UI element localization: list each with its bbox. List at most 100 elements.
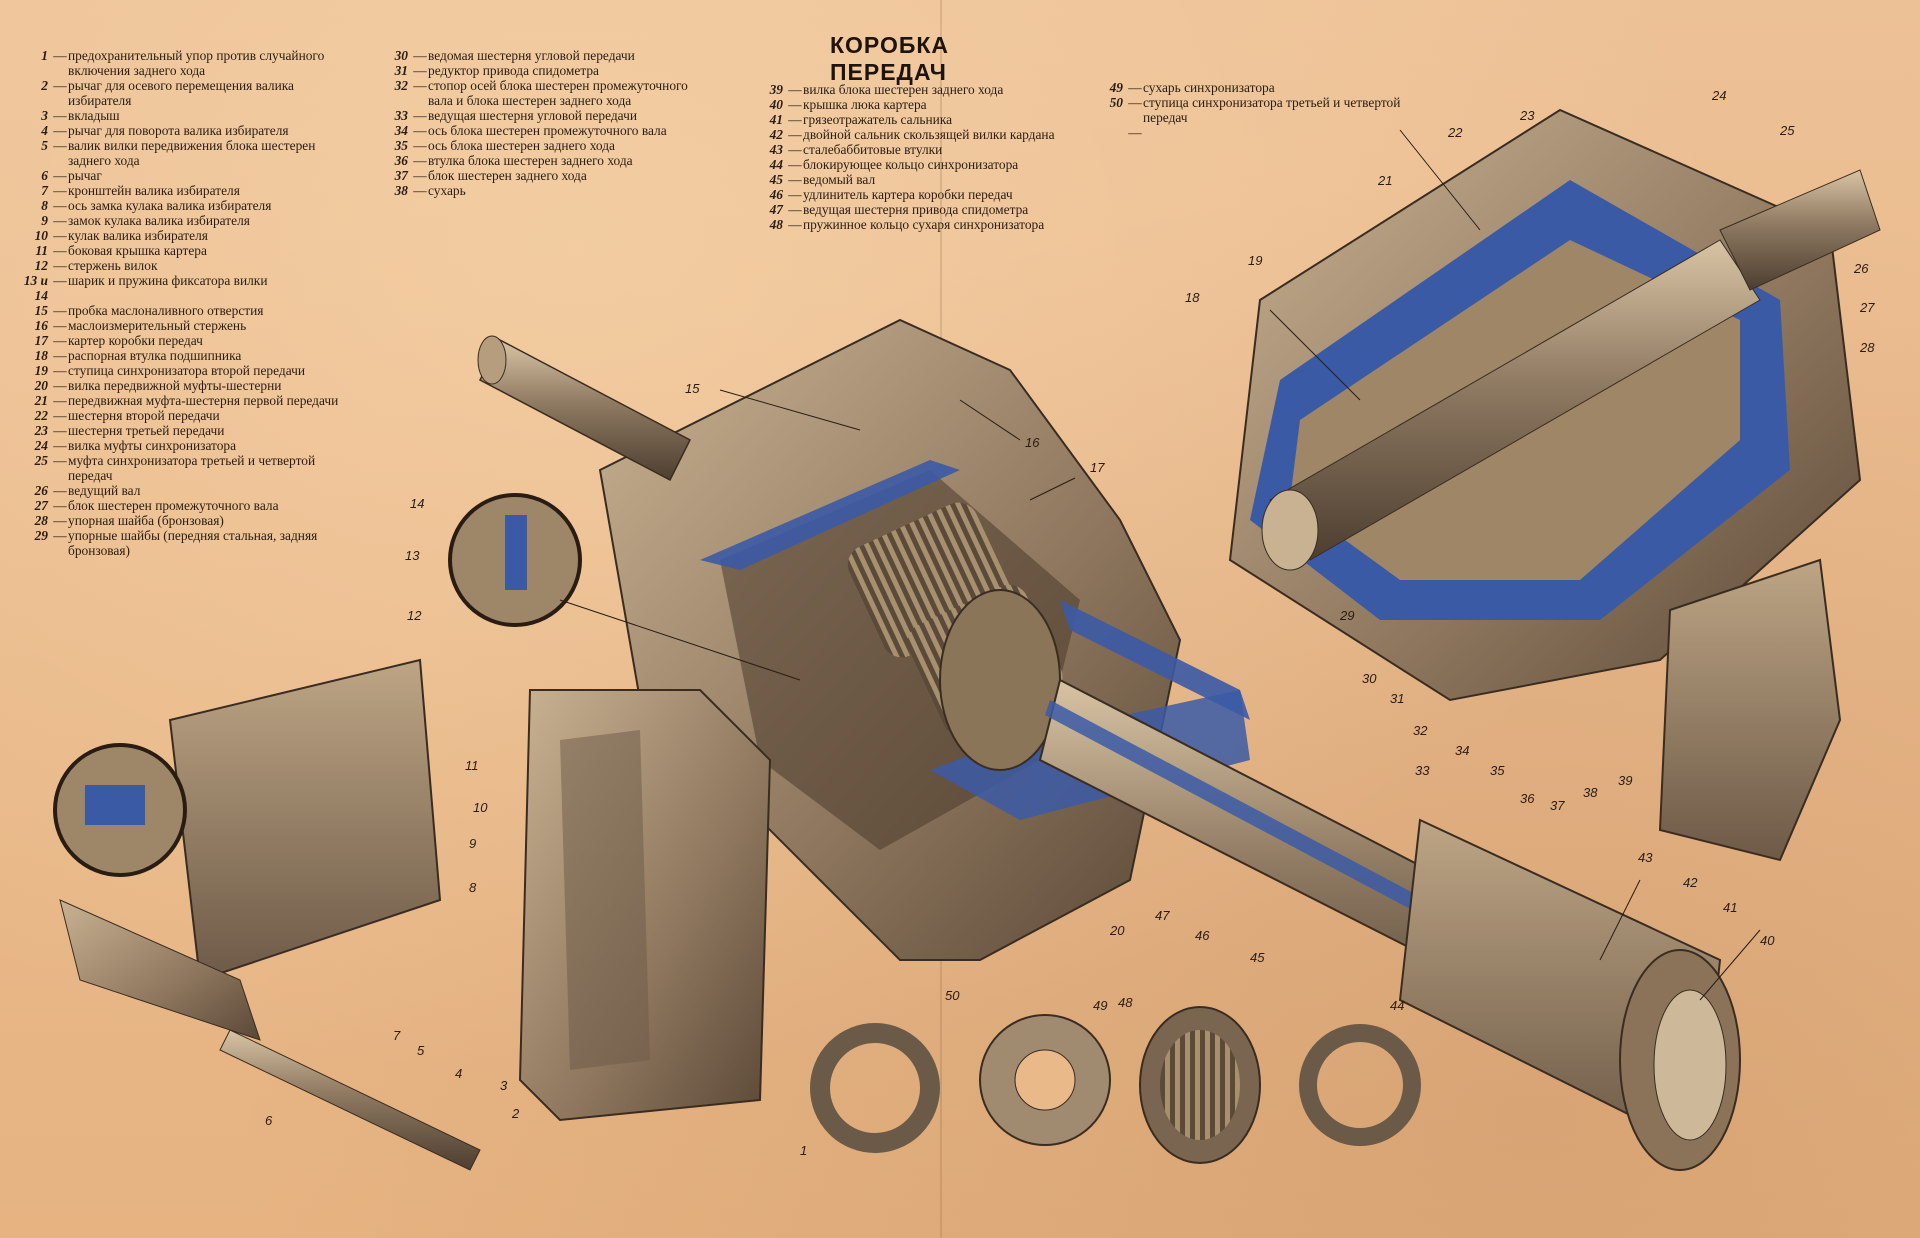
legend-number: 7: [41, 183, 48, 198]
callout-number-19: 19: [1248, 253, 1262, 268]
legend-item: 49—сухарь синхронизатора: [1085, 80, 1425, 95]
legend-number: 28: [34, 513, 48, 528]
legend-description: упорная шайба (бронзовая): [68, 513, 224, 528]
legend-number: 9: [41, 213, 48, 228]
legend-dash: —: [788, 97, 802, 112]
legend-dash: —: [53, 318, 67, 333]
legend-item: 21—передвижная муфта-шестерня первой пер…: [10, 393, 350, 408]
legend-dash: —: [53, 408, 67, 423]
legend-number: 34: [394, 123, 408, 138]
legend-item: 42—двойной сальник скользящей вилки кард…: [745, 127, 1075, 142]
detail-inset-detent: [53, 743, 187, 877]
legend-description: ступица синхронизатора второй передачи: [68, 363, 305, 378]
callout-number-21: 21: [1377, 173, 1392, 188]
legend-dash: —: [53, 453, 67, 468]
callout-number-38: 38: [1583, 785, 1598, 800]
legend-dash: —: [788, 202, 802, 217]
legend-item: 50—ступица синхронизатора третьей и четв…: [1085, 95, 1425, 125]
legend-item: 26—ведущий вал: [10, 483, 350, 498]
legend-dash: —: [53, 363, 67, 378]
legend-dash: —: [413, 63, 427, 78]
legend-item: 7—кронштейн валика избирателя: [10, 183, 350, 198]
legend-description: ведомый вал: [803, 172, 876, 187]
callout-number-46: 46: [1195, 928, 1210, 943]
legend-item: 11—боковая крышка картера: [10, 243, 350, 258]
legend-item: 38—сухарь: [370, 183, 700, 198]
legend-number: 31: [394, 63, 408, 78]
legend-dash: —: [53, 303, 67, 318]
callout-number-25: 25: [1779, 123, 1795, 138]
legend-description: рычаг для поворота валика избирателя: [68, 123, 289, 138]
legend-description: стержень вилок: [68, 258, 158, 273]
legend-description: ось блока шестерен промежуточного вала: [428, 123, 667, 138]
legend-item: 31 —редуктор привода спидометра: [370, 63, 700, 78]
poster-title: КОРОБКА ПЕРЕДАЧ: [830, 32, 950, 85]
callout-number-24: 24: [1711, 88, 1726, 103]
legend-number: 5: [41, 138, 48, 153]
legend-description: крышка люка картера: [803, 97, 927, 112]
legend-number: 40: [769, 97, 783, 112]
callout-number-12: 12: [407, 608, 422, 623]
synchronizer-parts-row: [810, 1006, 1421, 1164]
legend-number: 13 и 14: [23, 273, 48, 303]
input-shaft: [477, 335, 691, 482]
legend-number: 48: [769, 217, 783, 232]
legend-dash: —: [53, 198, 67, 213]
output-shaft-extension: [1038, 678, 1741, 1171]
legend-description: удлинитель картера коробки передач: [803, 187, 1013, 202]
legend-dash: —: [53, 423, 67, 438]
legend-item: 23—шестерня третьей передачи: [10, 423, 350, 438]
legend-dash: —: [53, 138, 67, 153]
callout-number-47: 47: [1155, 908, 1170, 923]
legend-description: картер коробки передач: [68, 333, 203, 348]
legend-dash: —: [53, 243, 67, 258]
legend-number: 47: [769, 202, 783, 217]
legend-dash: —: [53, 228, 67, 243]
callout-number-13: 13: [405, 548, 420, 563]
legend-dash: —: [53, 183, 67, 198]
legend-description: маслоизмерительный стержень: [68, 318, 247, 333]
callout-number-29: 29: [1339, 608, 1354, 623]
callout-number-30: 30: [1362, 671, 1377, 686]
legend-description: ось замка кулака валика избирателя: [68, 198, 272, 213]
legend-dash: —: [53, 513, 67, 528]
legend-description: распорная втулка подшипника: [68, 348, 242, 363]
legend-dash: —: [53, 393, 67, 408]
legend-number: 11: [35, 243, 48, 258]
callout-number-6: 6: [265, 1113, 273, 1128]
legend-description: редуктор привода спидометра: [428, 63, 599, 78]
legend-description: [1143, 125, 1425, 140]
legend-number: 44: [769, 157, 783, 172]
legend-description: пружинное кольцо сухаря синхронизатора: [803, 217, 1045, 232]
legend-dash: —: [53, 528, 67, 543]
legend-description: ведущий вал: [68, 483, 141, 498]
legend-number: 3: [41, 108, 48, 123]
callout-number-18: 18: [1185, 290, 1200, 305]
legend-number: 8: [41, 198, 48, 213]
legend-number: 32: [394, 78, 408, 93]
callout-number-35: 35: [1490, 763, 1505, 778]
legend-item: 36—втулка блока шестерен заднего хода: [370, 153, 700, 168]
legend-item: 45—ведомый вал: [745, 172, 1075, 187]
legend-dash: —: [1128, 95, 1142, 110]
legend-number: 46: [769, 187, 783, 202]
legend-description: стопор осей блока шестерен промежуточног…: [428, 78, 688, 108]
legend-item: 15—пробка маслоналивного отверстия: [10, 303, 350, 318]
legend-item: 5 —валик вилки передвижения блока шестере…: [10, 138, 350, 168]
callout-number-31: 31: [1390, 691, 1404, 706]
legend-description: пробка маслоналивного отверстия: [68, 303, 264, 318]
legend-description: валик вилки передвижения блока шестерен …: [68, 138, 316, 168]
legend-description: замок кулака валика избирателя: [68, 213, 250, 228]
legend-description: блок шестерен промежуточного вала: [68, 498, 279, 513]
callout-number-11: 11: [465, 758, 479, 773]
legend-description: вилка муфты синхронизатора: [68, 438, 237, 453]
legend-item: 12—стержень вилок: [10, 258, 350, 273]
legend-item: 32—стопор осей блока шестерен промежуточ…: [370, 78, 700, 108]
legend-item: 35—ось блока шестерен заднего хода: [370, 138, 700, 153]
legend-dash: —: [53, 333, 67, 348]
callout-number-3: 3: [500, 1078, 508, 1093]
legend-dash: —: [788, 217, 802, 232]
legend-item: 20—вилка передвижной муфты-шестерни: [10, 378, 350, 393]
callout-number-17: 17: [1090, 460, 1105, 475]
